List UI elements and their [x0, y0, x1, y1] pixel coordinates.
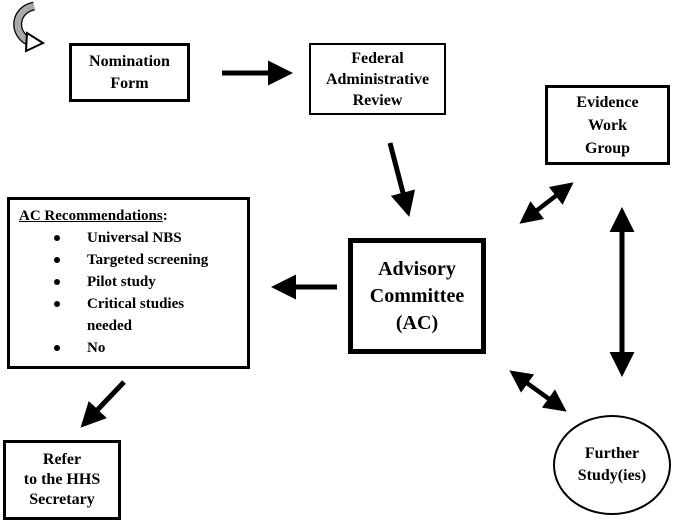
further-study-ellipse: Further Study(ies)	[553, 415, 671, 515]
recommendations-heading: AC Recommendations:	[19, 205, 247, 227]
advisory-committee-box: Advisory Committee (AC)	[348, 238, 486, 354]
recommendation-item: Critical studies needed	[19, 293, 247, 337]
nomination-form-label: Nomination Form	[89, 52, 170, 92]
recommendations-list: Universal NBS Targeted screening Pilot s…	[19, 227, 247, 359]
federal-review-box: Federal Administrative Review	[309, 43, 446, 115]
arrow-committee-evidence	[519, 182, 574, 224]
recommendation-item: Pilot study	[19, 271, 247, 293]
recommendation-item: Targeted screening	[19, 249, 247, 271]
arrow-committee-further-study	[509, 370, 567, 412]
recommendation-item: No	[19, 337, 247, 359]
refer-hhs-box: Refer to the HHS Secretary	[3, 440, 121, 520]
start-loop-icon	[13, 1, 46, 53]
evidence-work-group-box: Evidence Work Group	[545, 85, 670, 165]
federal-review-label: Federal Administrative Review	[325, 49, 430, 109]
recommendations-title-colon: :	[162, 208, 168, 224]
nomination-form-box: Nomination Form	[69, 43, 190, 102]
evidence-work-group-label: Evidence Work Group	[576, 93, 639, 157]
arrow-review-to-committee	[387, 142, 416, 217]
arrow-recommendations-to-hhs	[80, 380, 126, 428]
advisory-committee-label: Advisory Committee (AC)	[369, 257, 465, 334]
recommendation-item: Universal NBS	[19, 227, 247, 249]
further-study-label: Further Study(ies)	[577, 445, 647, 484]
recommendations-box: AC Recommendations: Universal NBS Target…	[7, 197, 250, 369]
refer-hhs-label: Refer to the HHS Secretary	[23, 451, 101, 508]
recommendations-title: AC Recommendations	[19, 208, 163, 224]
